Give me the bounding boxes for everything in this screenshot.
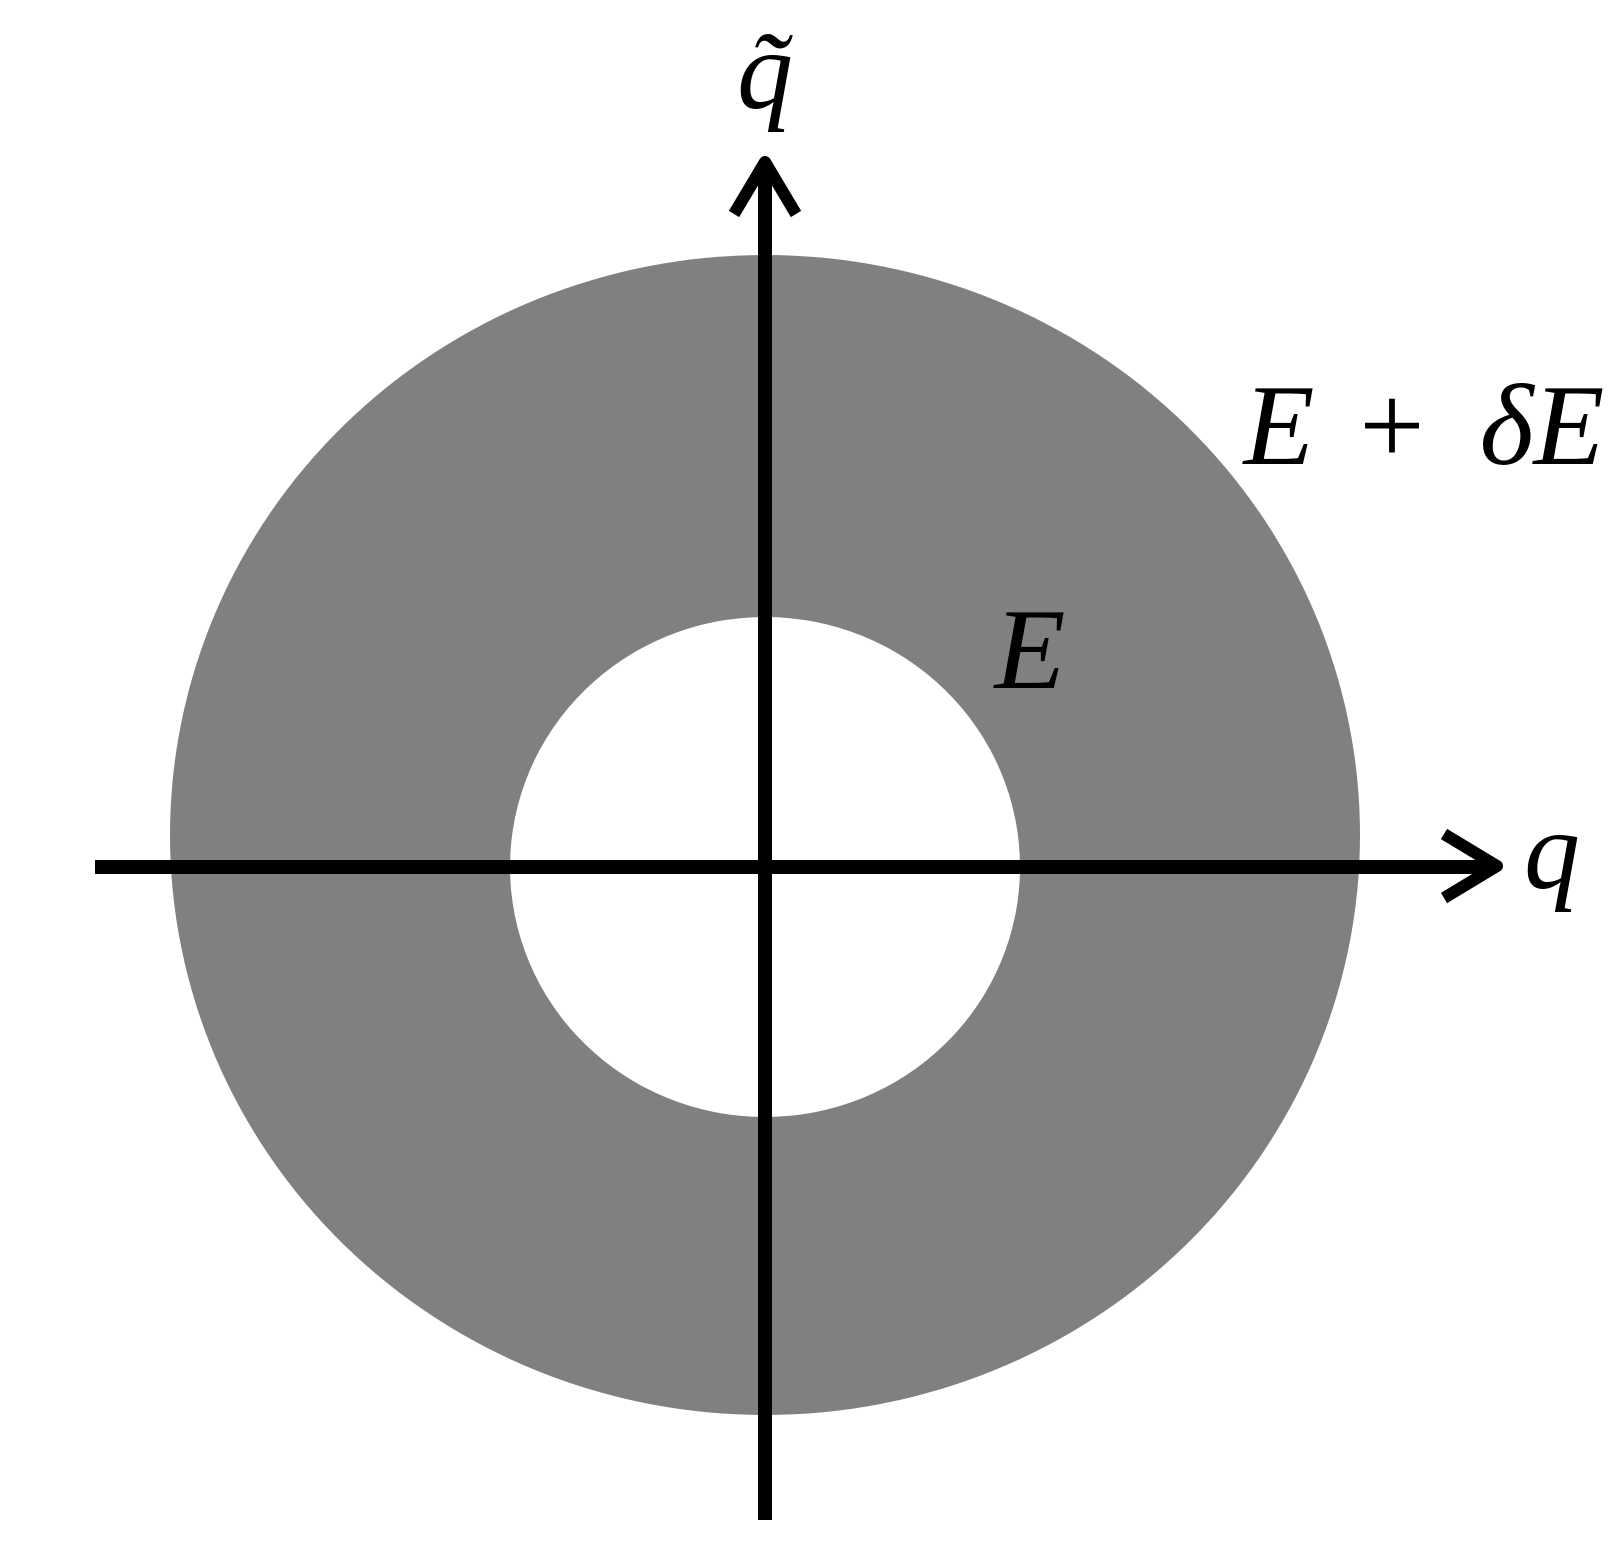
vertical-axis-label: q̃ bbox=[737, 9, 793, 133]
horizontal-axis-label: q bbox=[1524, 789, 1580, 913]
outer-contour-label-e: E bbox=[1242, 362, 1315, 490]
inner-contour-label: E bbox=[993, 586, 1066, 714]
outer-contour-label-plus: + bbox=[1359, 362, 1424, 490]
horizontal-axis-arrowhead-icon bbox=[1440, 828, 1503, 904]
vertical-axis-arrowhead-icon bbox=[728, 156, 802, 218]
outer-contour-label-delta-e: δE bbox=[1480, 362, 1605, 490]
